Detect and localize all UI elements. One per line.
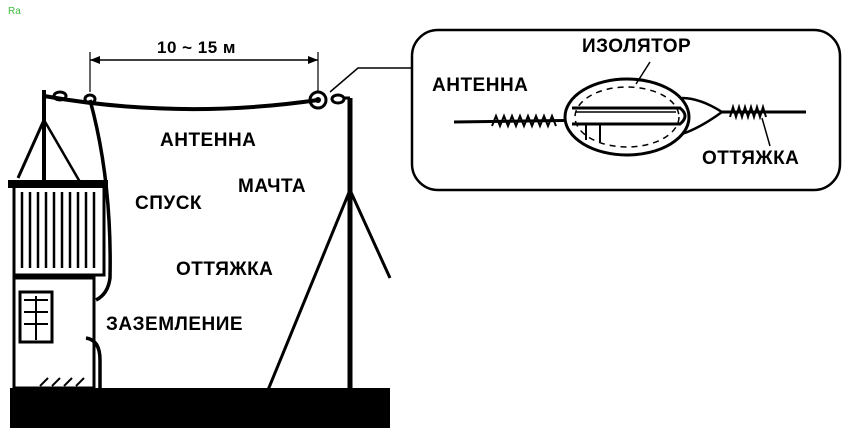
mast-label: МАЧТА <box>238 176 307 197</box>
antenna-wire <box>43 90 350 112</box>
right-mast <box>266 98 392 391</box>
insulator-leader <box>635 61 651 85</box>
inset-guy-wire <box>681 96 806 147</box>
distance-dimension <box>89 52 319 92</box>
house <box>8 180 108 390</box>
downlead-wire <box>88 99 112 302</box>
ground-hatching <box>39 377 85 387</box>
ground-surface <box>10 388 390 428</box>
ground-conductor <box>85 336 110 407</box>
inset-leader <box>329 67 414 93</box>
left-mast <box>16 90 82 185</box>
watermark: Ra <box>8 6 21 17</box>
antenna-label: АНТЕННА <box>160 130 257 151</box>
inset-antenna-label: АНТЕННА <box>432 75 529 96</box>
distance-label: 10 ~ 15 м <box>157 38 236 57</box>
inset-insulator-label: ИЗОЛЯТОР <box>582 36 692 57</box>
inset-guy-label: ОТТЯЖКА <box>702 148 800 169</box>
insulator-egg <box>563 77 691 157</box>
ground-label: ЗАЗЕМЛЕНИЕ <box>106 314 244 335</box>
downlead-label: СПУСК <box>135 193 203 214</box>
guy-label: ОТТЯЖКА <box>176 259 274 280</box>
